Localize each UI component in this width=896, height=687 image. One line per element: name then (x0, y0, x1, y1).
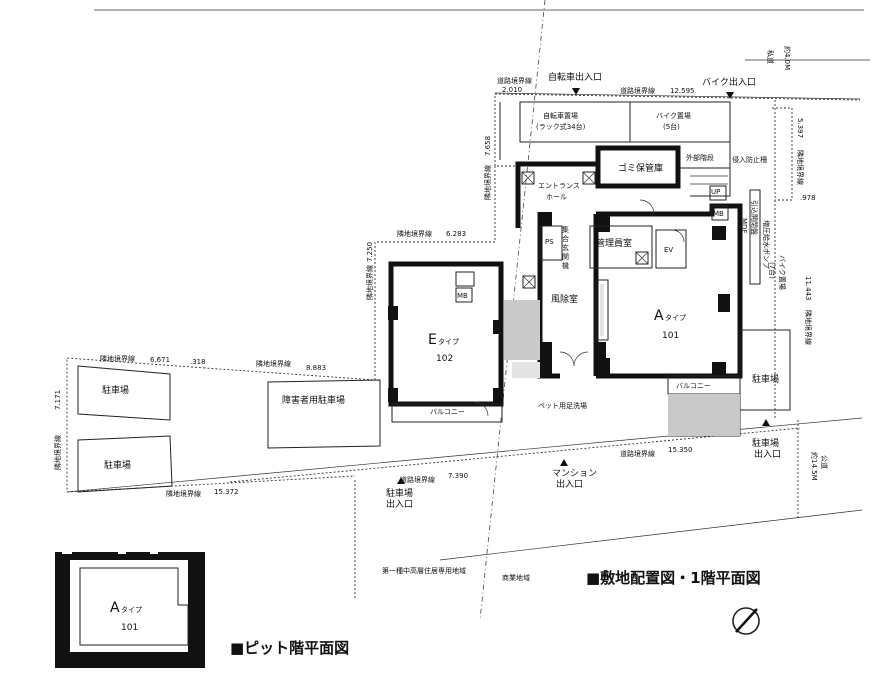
label-bicycle-parking-note: (ラック式34台) (536, 122, 586, 131)
label-nb-dim-2: 7.250 (366, 242, 374, 262)
label-pit-unit: A (110, 600, 120, 616)
label-bike-parking-side-note: (7台) (768, 262, 777, 279)
x-markers (521, 171, 649, 289)
label-nb-dim-small: .318 (190, 358, 206, 366)
label-road-bottom-left: 道路境界線 (400, 475, 435, 484)
label-nb-7: 隣地境界線 (166, 489, 201, 498)
label-outer-stair: 外部階段 (686, 153, 714, 162)
label-top-right-road-name: 私道 (766, 50, 775, 64)
label-nb-dim-7: 15.372 (214, 488, 239, 496)
label-road-bottom-dim-left: 7.390 (448, 472, 468, 480)
zoning-lines (354, 0, 546, 621)
label-intercom-1: 集 (562, 225, 569, 234)
label-pet-wash: ペット用足洗場 (538, 401, 587, 410)
label-bike-parking-side: バイク置場 (778, 255, 787, 290)
label-unit-e-suffix: タイプ (438, 337, 459, 346)
label-mansion-entrance-2: 出入口 (556, 478, 583, 490)
label-unit-e: E (428, 332, 437, 348)
label-ps: PS (545, 238, 554, 246)
label-parking-entrance-right-2: 出入口 (754, 448, 781, 460)
label-nb-3: 隣地境界線 (483, 165, 492, 200)
label-nb-dim-1: 6.283 (446, 230, 466, 238)
label-bike-entrance: バイク出入口 (702, 76, 756, 88)
label-mansion-entrance-1: マンション (552, 469, 597, 479)
label-right-road-width: 約14.5M (810, 452, 819, 481)
label-nb-4: 隣地境界線 (100, 354, 135, 363)
label-nb-dim-10: 11.443 (804, 276, 812, 301)
label-nb-dim-5: 8.883 (306, 364, 326, 372)
label-intrusion-fence: 侵入防止柵 (732, 155, 767, 164)
label-parking-entrance-left-2: 出入口 (386, 498, 413, 510)
label-entrance-hall-2: ホール (546, 193, 567, 201)
label-unit-a: A (654, 308, 664, 324)
label-unit-a-suffix: タイプ (665, 313, 686, 322)
label-mb-e: MB (457, 292, 468, 300)
label-balcony-e: バルコニー (430, 408, 465, 416)
label-nb-dim-3: 7.658 (484, 136, 492, 156)
title-pit-plan: ■ピット階平面図 (230, 639, 349, 657)
label-mdf: MDF (740, 218, 748, 233)
text-labels: 道路境界線 2.010 道路境界線 12.595 自転車出入口 バイク出入口 自… (53, 46, 829, 657)
label-bike-parking: バイク置場 (656, 111, 691, 120)
label-unit-a-number: 101 (662, 331, 679, 341)
pit-floor-plan (55, 548, 205, 668)
label-top-dim-right: 12.595 (670, 87, 695, 95)
label-parking-right: 駐車場 (752, 373, 779, 385)
label-entrance-hall-1: エントランス (538, 182, 580, 190)
label-pit-unit-number: 101 (121, 623, 138, 633)
label-accessible-parking: 障害者用駐車場 (282, 394, 345, 406)
label-balcony-a: バルコニー (676, 382, 711, 390)
label-nb-8: 隣地境界線 (796, 150, 805, 185)
label-top-dim-left: 2.010 (502, 86, 522, 94)
title-site-plan: ■敷地配置図・1階平面図 (586, 569, 761, 587)
label-right-road-name: 公道 (820, 455, 829, 469)
entrance-arrows (397, 88, 770, 484)
label-road-bottom-right: 道路境界線 (620, 449, 655, 458)
label-nb-dim-4: 6.671 (150, 356, 170, 364)
label-zoning-residential: 第一種中高層住居専用地域 (382, 566, 466, 575)
label-manager: 管理員室 (596, 237, 632, 249)
label-nb-1: 隣地境界線 (397, 229, 432, 238)
grey-areas (504, 300, 740, 436)
label-nb-dim-9: .978 (800, 194, 816, 202)
label-intercom-3: 玄 (562, 243, 569, 252)
label-zoning-commercial: 商業地域 (502, 573, 530, 582)
label-parking-entrance-left-1: 駐車場 (386, 487, 413, 499)
label-parking-2: 駐車場 (104, 459, 131, 471)
label-top-right-road-width: 約4.0M (783, 46, 792, 70)
label-road-bottom-dim-right: 15.350 (668, 446, 693, 454)
label-bike-parking-note: (5台) (663, 122, 680, 131)
label-nb-dim-6: 7.171 (54, 390, 62, 410)
label-garbage: ゴミ保管庫 (618, 162, 663, 174)
label-parking-entrance-right-1: 駐車場 (752, 437, 779, 449)
label-nb-9: 隣地境界線 (804, 310, 813, 345)
label-parking-1: 駐車場 (102, 384, 129, 396)
label-nb-dim-8: 5.397 (796, 118, 804, 138)
label-unit-e-number: 102 (436, 354, 453, 364)
label-nb-2: 隣地境界線 (365, 265, 374, 300)
label-top-boundary-right: 道路境界線 (620, 86, 655, 95)
label-pit-unit-suffix: タイプ (121, 605, 142, 614)
label-ev: EV (664, 246, 673, 254)
label-nb-6: 隣地境界線 (53, 435, 62, 470)
label-mb-a: MB (713, 210, 724, 218)
parking-lots (77, 365, 381, 493)
road-lines (66, 9, 870, 561)
label-bicycle-entrance: 自転車出入口 (548, 71, 602, 83)
interior-lines (391, 167, 791, 437)
label-windbreak: 風除室 (551, 293, 578, 305)
label-pull-in: 引込開閉盤 (750, 200, 759, 235)
label-intercom-2: 合 (562, 234, 569, 243)
north-arrow-icon (732, 607, 760, 635)
label-intercom-4: 関 (562, 253, 569, 261)
doors (473, 199, 685, 417)
columns (388, 212, 730, 402)
label-top-boundary-left: 道路境界線 (497, 76, 532, 85)
label-bicycle-parking: 自転車置場 (543, 111, 578, 120)
label-pump: 増圧給水ポンプ (762, 220, 771, 269)
label-nb-5: 隣地境界線 (256, 359, 291, 368)
label-intercom-5: 機 (562, 261, 569, 270)
label-up: UP (711, 188, 720, 196)
